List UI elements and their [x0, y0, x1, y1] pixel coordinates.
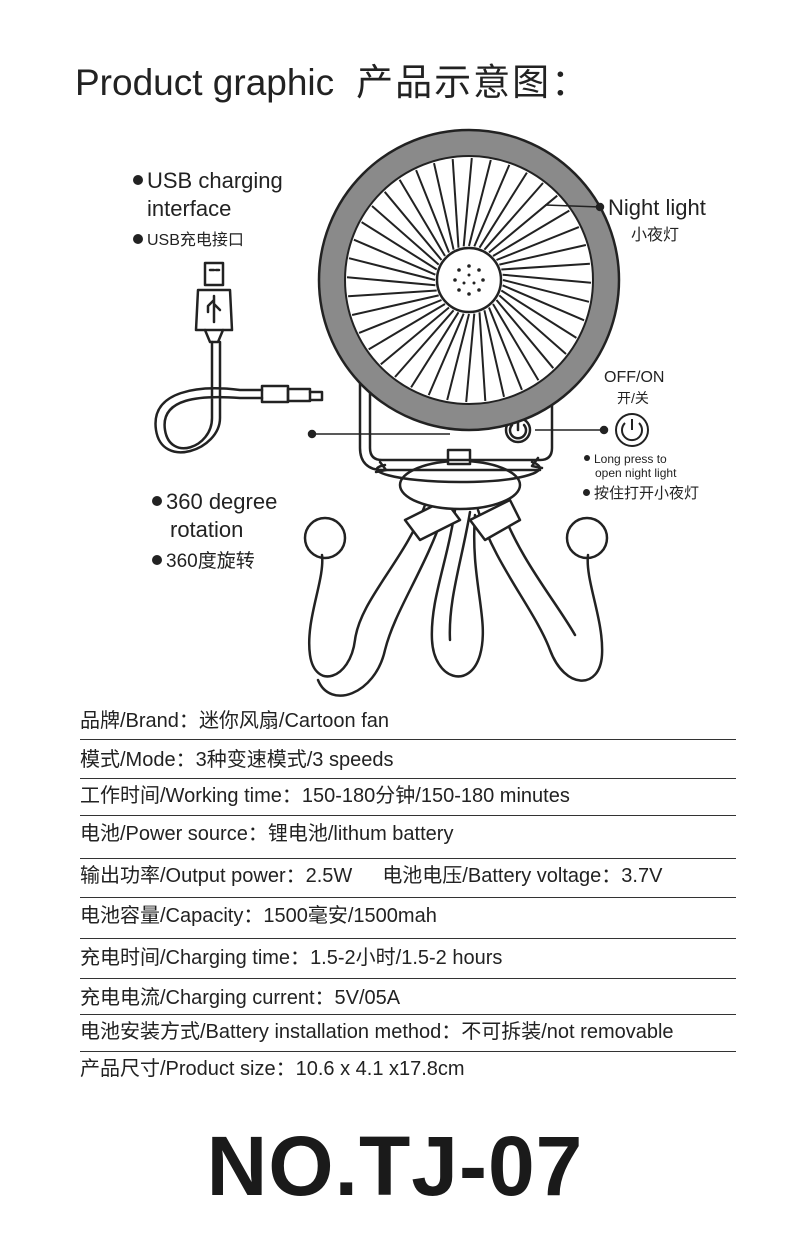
grill-spoke — [348, 289, 437, 298]
grill-spoke — [394, 309, 455, 378]
spec-row-mode: 模式/Mode：3种变速模式/3 speeds — [80, 749, 394, 771]
grill-spoke — [492, 209, 570, 257]
usb-label: USB charging — [133, 167, 283, 195]
grill-spoke — [361, 221, 438, 271]
rotation-label: 360 degree — [152, 488, 277, 516]
long-press-label-cn: 按住打开小夜灯 — [583, 484, 699, 504]
bullet-icon — [583, 488, 590, 496]
grill-spoke — [371, 205, 440, 266]
switch-label: OFF/ON — [604, 369, 665, 386]
grill-spoke — [488, 307, 523, 391]
grill-spoke — [498, 294, 567, 355]
grill-spoke — [346, 276, 436, 287]
divider — [80, 1014, 736, 1015]
spec-row-power-source: 电池/Power source：锂电池/lithum battery — [80, 823, 454, 845]
grill-spoke — [473, 164, 511, 247]
grill-spoke — [358, 299, 442, 334]
grill-spoke — [380, 306, 450, 366]
divider — [80, 815, 736, 816]
tripod-hub — [398, 459, 522, 511]
grill-spoke — [351, 294, 439, 316]
spec-row-battery-installation: 电池安装方式/Battery installation method：不可拆装/… — [80, 1021, 674, 1043]
grill-spoke — [410, 311, 460, 388]
grill-spoke — [478, 172, 528, 249]
grill-spoke — [451, 159, 460, 248]
left-leg-inner — [316, 508, 447, 697]
grill-spoke — [465, 313, 476, 403]
grill-spoke — [353, 238, 436, 276]
left-leg-knob — [303, 516, 347, 560]
fan-diagram — [154, 128, 649, 697]
grill-spoke — [433, 162, 455, 250]
center-leg-inner — [448, 510, 472, 642]
left-leg — [307, 503, 427, 678]
night-light-label-cn: 小夜灯 — [631, 227, 680, 244]
fan-hub — [435, 246, 503, 314]
usb-cable — [163, 340, 264, 450]
spec-row-charging-time: 充电时间/Charging time：1.5-2小时/1.5-2 hours — [80, 947, 503, 969]
grill-spoke — [499, 244, 587, 266]
page-title: Product graphic 产品示意图： — [75, 52, 590, 106]
grill-spoke — [478, 312, 487, 401]
center-leg — [430, 508, 485, 678]
grill-spoke — [348, 257, 436, 281]
spec-row-capacity: 电池容量/Capacity：1500毫安/1500mah — [80, 905, 437, 927]
right-leg — [476, 508, 604, 682]
usb-plug-body — [194, 288, 234, 332]
bullet-icon — [133, 175, 143, 186]
spec-row-charging-current: 充电电流/Charging current：5V/05A — [80, 987, 401, 1009]
model-number: NO.TJ-07 — [206, 1119, 584, 1213]
bullet-icon — [152, 554, 162, 565]
usb-label-line2: interface — [147, 196, 232, 221]
grill-spoke — [500, 289, 577, 339]
grill-spoke — [462, 157, 473, 247]
bullet-icon — [152, 496, 162, 507]
grill-spoke — [383, 191, 443, 261]
divider — [80, 739, 736, 740]
divider — [80, 938, 736, 939]
fan-grill-spokes — [346, 157, 592, 403]
grill-spoke — [446, 313, 470, 401]
grill-spoke — [368, 303, 446, 351]
grill-spoke — [501, 262, 590, 271]
usb-plug-tip — [203, 261, 225, 287]
divider — [80, 778, 736, 779]
grill-spoke — [415, 169, 450, 253]
spec-row-brand: 品牌/Brand：迷你风扇/Cartoon fan — [80, 710, 390, 732]
usb-label-cn: USB充电接口 — [133, 231, 244, 251]
divider — [80, 978, 736, 979]
spec-row-working-time: 工作时间/Working time：150-180分钟/150-180 minu… — [80, 785, 570, 807]
title-cn: 产品示意图： — [356, 62, 591, 103]
grill-spoke — [496, 226, 580, 261]
night-light-label: Night light — [608, 195, 706, 220]
grill-spoke — [427, 313, 465, 396]
grill-spoke — [502, 273, 592, 284]
fan-hub-dots — [453, 264, 485, 296]
long-press-label: Long press to — [584, 452, 667, 467]
grill-spoke — [483, 182, 544, 251]
divider — [80, 897, 736, 898]
rotation-label-line2: rotation — [170, 517, 244, 542]
right-leg-knob — [565, 516, 609, 560]
grill-spoke — [483, 310, 505, 398]
switch-label-cn: 开/关 — [617, 390, 649, 406]
grill-spoke — [492, 303, 540, 381]
divider — [80, 1051, 736, 1052]
title-en: Product graphic — [75, 62, 335, 103]
grill-spoke — [468, 159, 492, 247]
bullet-icon — [584, 454, 590, 461]
divider — [80, 858, 736, 859]
grill-spoke — [495, 299, 555, 369]
rotation-label-cn: 360度旋转 — [152, 548, 255, 576]
micro-usb-plug — [260, 384, 290, 404]
spec-row-product-size: 产品尺寸/Product size：10.6 x 4.1 x17.8cm — [80, 1058, 465, 1080]
power-icon — [615, 413, 649, 447]
grill-spoke — [502, 279, 590, 303]
long-press-label-line2: open night light — [595, 466, 677, 480]
grill-spoke — [398, 179, 446, 257]
bullet-icon — [133, 233, 143, 244]
grill-spoke — [502, 284, 585, 322]
